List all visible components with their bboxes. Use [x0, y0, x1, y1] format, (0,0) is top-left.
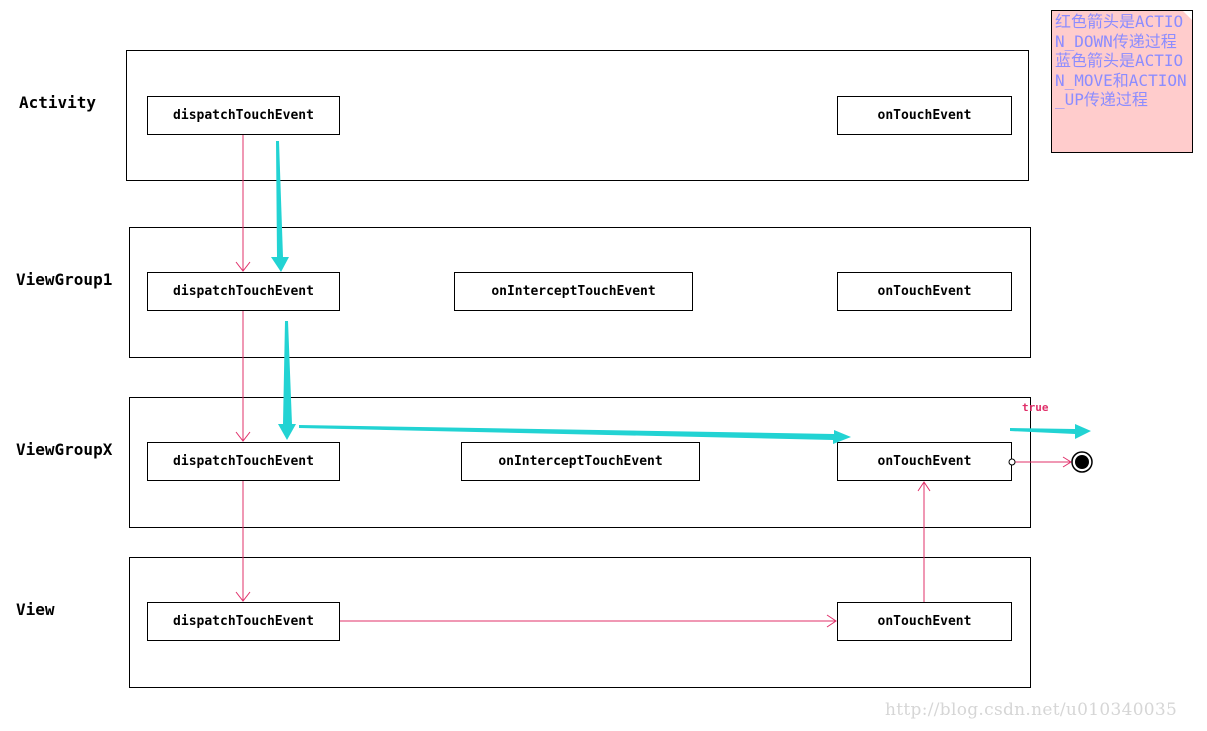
view-label: View	[16, 600, 55, 619]
viewgroup1-on-intercept-touch-event[interactable]: onInterceptTouchEvent	[454, 272, 693, 311]
viewgroup1-on-touch-event[interactable]: onTouchEvent	[837, 272, 1012, 311]
activity-dispatch-touch-event[interactable]: dispatchTouchEvent	[147, 96, 340, 135]
viewgroupx-on-touch-event[interactable]: onTouchEvent	[837, 442, 1012, 481]
viewgroupx-dispatch-touch-event[interactable]: dispatchTouchEvent	[147, 442, 340, 481]
view-dispatch-touch-event[interactable]: dispatchTouchEvent	[147, 602, 340, 641]
watermark-url: http://blog.csdn.net/u010340035	[885, 700, 1178, 720]
activity-on-touch-event[interactable]: onTouchEvent	[837, 96, 1012, 135]
final-state-icon	[1071, 451, 1093, 473]
viewgroupx-label: ViewGroupX	[16, 440, 113, 459]
note-folded-corner	[1182, 11, 1192, 21]
red-arrows	[235, 135, 1072, 628]
true-return-label: true	[1022, 401, 1049, 414]
view-on-touch-event[interactable]: onTouchEvent	[837, 602, 1012, 641]
viewgroup1-dispatch-touch-event[interactable]: dispatchTouchEvent	[147, 272, 340, 311]
red-arrowhead-to-final-state	[1062, 456, 1072, 468]
legend-note-text: 红色箭头是ACTION_DOWN传递过程 蓝色箭头是ACTION_MOVE和AC…	[1055, 12, 1187, 109]
viewgroup1-label: ViewGroup1	[16, 270, 113, 289]
legend-note: 红色箭头是ACTION_DOWN传递过程 蓝色箭头是ACTION_MOVE和AC…	[1051, 10, 1193, 153]
viewgroupx-on-intercept-touch-event[interactable]: onInterceptTouchEvent	[461, 442, 700, 481]
activity-label: Activity	[19, 93, 97, 112]
